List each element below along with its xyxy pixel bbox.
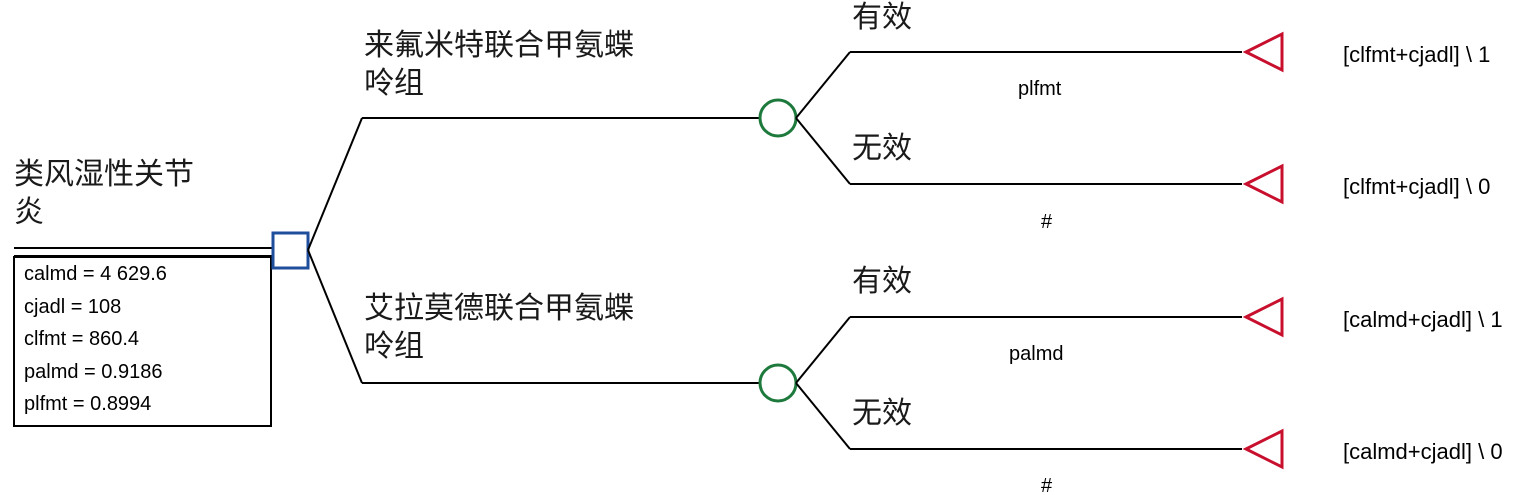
terminal-node[interactable] [1242, 31, 1284, 73]
outcome-branch-diagonal [795, 117, 851, 185]
root-label-line1: 类风湿性关节 [14, 157, 194, 192]
terminal-node[interactable] [1242, 428, 1284, 470]
outcome-label: 无效 [852, 396, 912, 431]
payoff-label: [calmd+cjadl] \ 0 [1343, 439, 1503, 464]
variable-line: palmd = 0.9186 [24, 361, 162, 383]
decision-node[interactable] [271, 231, 310, 270]
strategy-branch-diagonal [307, 117, 363, 251]
outcome-branch-diagonal [795, 382, 851, 450]
payoff-label: [clfmt+cjadl] \ 1 [1343, 42, 1490, 67]
chance-node[interactable] [758, 98, 798, 138]
root-label-line2: 炎 [14, 195, 44, 230]
strategy-label-line1: 来氟米特联合甲氨蝶 [364, 28, 634, 63]
terminal-node[interactable] [1242, 296, 1284, 338]
variable-line: clfmt = 860.4 [24, 328, 139, 350]
outcome-label: 无效 [852, 131, 912, 166]
payoff-label: [calmd+cjadl] \ 1 [1343, 307, 1503, 332]
strategy-label-line2: 呤组 [364, 329, 424, 364]
outcome-label: 有效 [852, 264, 912, 299]
probability-label: # [1041, 475, 1053, 495]
strategy-label-line1: 艾拉莫德联合甲氨蝶 [364, 291, 634, 326]
outcome-branch-diagonal [795, 51, 851, 119]
terminal-node[interactable] [1242, 163, 1284, 205]
probability-label: plfmt [1018, 78, 1062, 100]
probability-label: palmd [1009, 343, 1063, 365]
variables-box [13, 256, 272, 427]
variable-line: calmd = 4 629.6 [24, 263, 167, 285]
outcome-label: 有效 [852, 0, 912, 35]
variable-line: cjadl = 108 [24, 296, 121, 318]
strategy-branch-diagonal [307, 249, 363, 384]
variable-line: plfmt = 0.8994 [24, 393, 151, 415]
chance-node[interactable] [758, 363, 798, 403]
strategy-label-line2: 呤组 [364, 66, 424, 101]
outcome-branch-diagonal [795, 316, 851, 384]
payoff-label: [clfmt+cjadl] \ 0 [1343, 174, 1490, 199]
probability-label: # [1041, 211, 1053, 233]
